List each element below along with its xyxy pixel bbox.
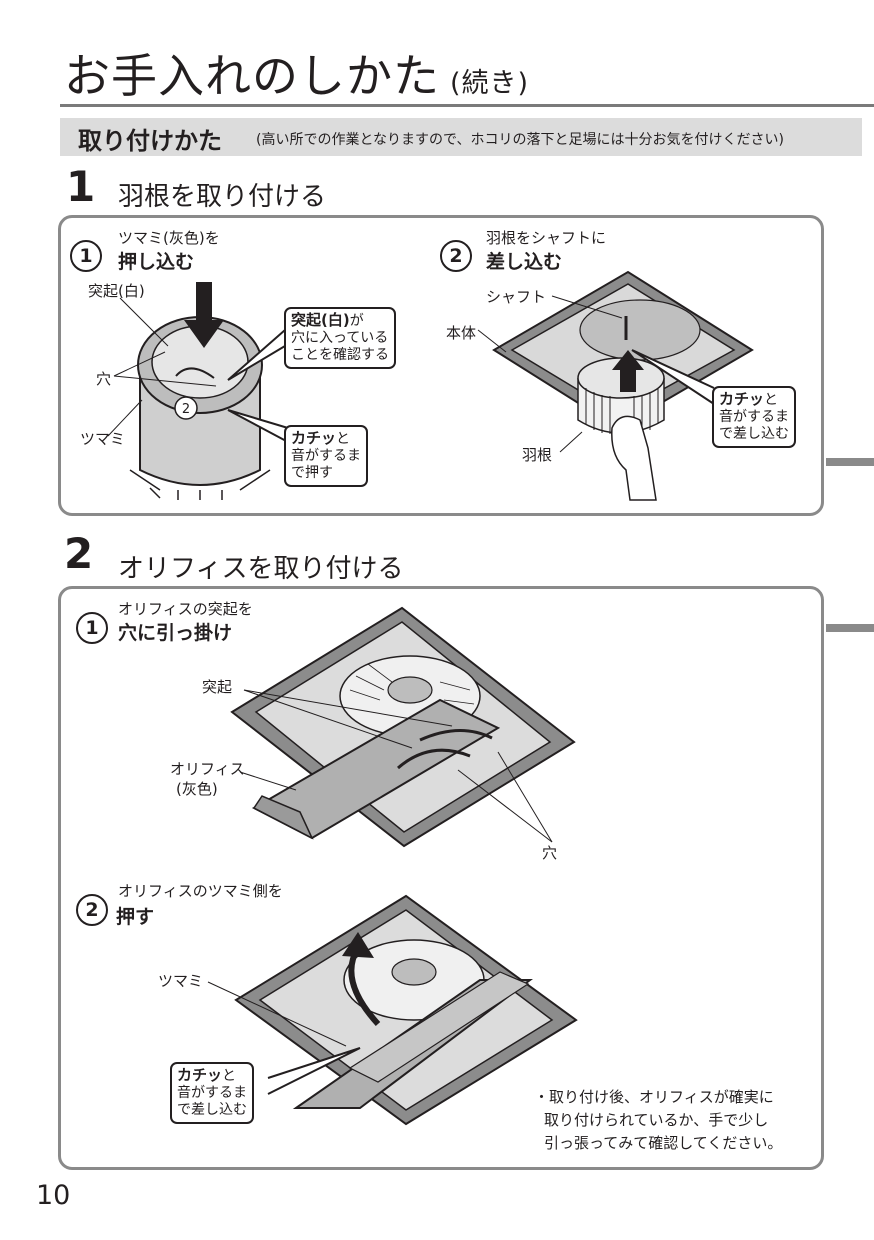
label-shaft: シャフト [486, 288, 547, 306]
label-protrusion-white: 突起(白) [88, 282, 145, 300]
label-knob-2: ツマミ [158, 972, 204, 990]
step1-sub1-line1: ツマミ(灰色)を [118, 229, 220, 247]
installation-check-note: ・取り付け後、オリフィスが確実に 取り付けられているか、手で少し 引っ張ってみて… [534, 1086, 782, 1155]
step2-title: オリフィスを取り付ける [118, 554, 404, 584]
step1-number: 1 [66, 162, 96, 211]
step1-sub1-number: 1 [70, 240, 102, 272]
side-index-tab-2 [826, 624, 874, 632]
page-title: お手入れのしかた(続き) [64, 49, 530, 103]
note-line-2: 取り付けられているか、手で少し [544, 1111, 769, 1129]
step2-number: 2 [64, 529, 94, 578]
label-orifice-gray: (灰色) [176, 780, 218, 798]
svg-text:2: 2 [182, 402, 190, 417]
step1-sub1-callout-click: カチッと 音がするま で押す [284, 425, 368, 487]
section-header: 取り付けかた (高い所での作業となりますので、ホコリの落下と足場には十分お気を付… [60, 118, 862, 156]
step1-sub1-line2: 押し込む [118, 251, 195, 273]
page-number: 10 [36, 1180, 71, 1211]
note-line-1: ・取り付け後、オリフィスが確実に [534, 1088, 774, 1106]
step2-sub2-number: 2 [76, 894, 108, 926]
step1-sub2-number: 2 [440, 240, 472, 272]
step1-title: 羽根を取り付ける [118, 182, 327, 212]
label-body: 本体 [446, 324, 477, 342]
step2-sub1-line2: 穴に引っ掛け [118, 622, 233, 644]
note-line-3: 引っ張ってみて確認してください。 [544, 1134, 783, 1152]
title-divider [60, 104, 874, 107]
step2-sub1-number: 1 [76, 612, 108, 644]
label-protrusion: 突起 [202, 678, 233, 696]
step2-sub1-line1: オリフィスの突起を [118, 600, 253, 618]
step1-sub2-callout-click: カチッと 音がするま で差し込む [712, 386, 796, 448]
label-hole-2: 穴 [542, 844, 558, 862]
label-hole: 穴 [96, 370, 112, 388]
step2-sub2-callout-click: カチッと 音がするま で差し込む [170, 1062, 254, 1124]
label-orifice: オリフィス [170, 760, 245, 778]
side-index-tab [826, 458, 874, 466]
step2-sub2-line2: 押す [116, 906, 155, 928]
label-blade: 羽根 [522, 446, 553, 464]
page-title-suffix: (続き) [450, 68, 530, 99]
step2-sub2-line1: オリフィスのツマミ側を [118, 882, 283, 900]
step1-sub2-line2: 差し込む [486, 251, 563, 273]
section-caution-note: (高い所での作業となりますので、ホコリの落下と足場には十分お気を付けください) [256, 132, 784, 148]
step1-sub1-callout-check: 突起(白)が 穴に入っている ことを確認する [284, 307, 396, 369]
step1-sub2-line1: 羽根をシャフトに [486, 229, 607, 247]
section-title: 取り付けかた [78, 127, 222, 155]
label-knob: ツマミ [80, 430, 126, 448]
